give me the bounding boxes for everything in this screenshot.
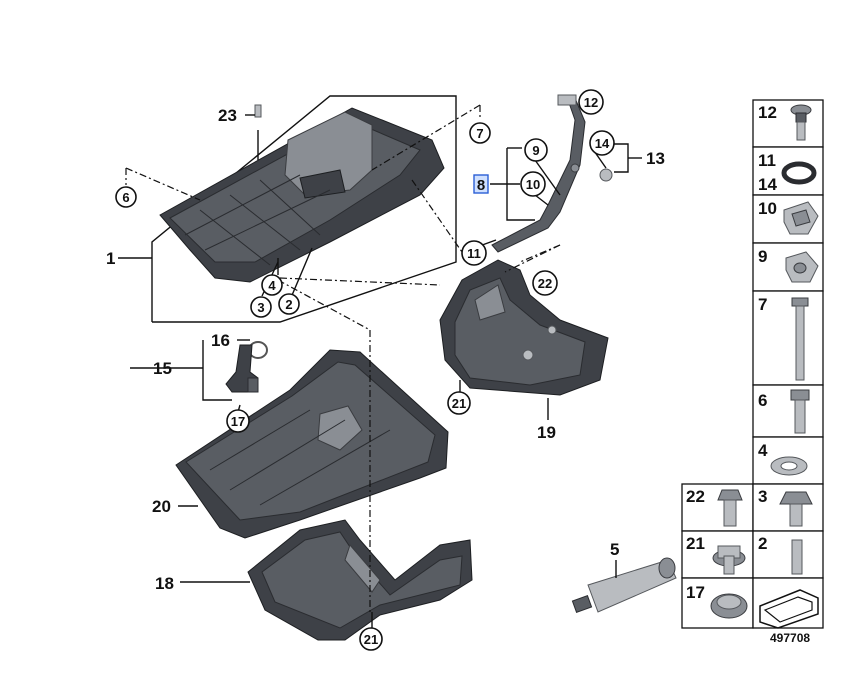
bolt-23-icon <box>254 104 262 118</box>
callout-14: 14 <box>589 130 615 156</box>
callout-21-lower: 21 <box>359 627 383 651</box>
svg-text:7: 7 <box>476 126 483 141</box>
callout-17: 17 <box>226 409 250 433</box>
callout-9: 9 <box>524 138 548 162</box>
callout-4: 4 <box>261 274 283 296</box>
callout-15: 15 <box>153 359 172 378</box>
upper-pan-frame <box>118 95 457 323</box>
leader-lines <box>130 114 642 628</box>
svg-text:8: 8 <box>477 177 485 194</box>
svg-text:17: 17 <box>231 414 245 429</box>
callout-8: 8 <box>473 174 489 194</box>
parts-grid: 12 11 14 10 9 7 6 4 22 3 21 2 17 <box>681 99 824 629</box>
svg-text:4: 4 <box>268 278 276 293</box>
oil-pan-20 <box>175 349 449 539</box>
grid-label-7: 7 <box>758 295 767 314</box>
upper-oil-pan <box>159 104 445 283</box>
grid-label-9: 9 <box>758 247 767 266</box>
svg-text:21: 21 <box>452 396 466 411</box>
bolt-12-icon <box>790 104 812 141</box>
svg-text:9: 9 <box>532 143 539 158</box>
sealant-tube-5 <box>571 557 677 614</box>
grid-label-21: 21 <box>686 534 705 553</box>
svg-text:19: 19 <box>537 423 556 442</box>
dipstick-guide-tube <box>491 94 613 253</box>
callout-20: 20 <box>152 497 171 516</box>
svg-text:18: 18 <box>155 574 174 593</box>
diagram-id: 497708 <box>770 631 810 645</box>
stud-7-icon <box>791 297 809 381</box>
callout-16: 16 <box>211 331 230 350</box>
svg-text:15: 15 <box>153 359 172 378</box>
direction-arrow-icon <box>759 589 819 629</box>
washer-4-icon <box>770 456 808 476</box>
grid-label-11: 11 <box>758 151 776 170</box>
callout-13: 13 <box>646 149 665 168</box>
nut-21-icon <box>712 545 746 575</box>
grid-label-14: 14 <box>758 175 777 194</box>
shield-18 <box>247 519 473 641</box>
alignment-lines <box>125 104 561 612</box>
svg-text:22: 22 <box>538 276 552 291</box>
svg-text:14: 14 <box>595 136 610 151</box>
bracket-19 <box>439 259 609 396</box>
callout-10: 10 <box>520 171 546 197</box>
callout-21-upper: 21 <box>447 391 471 415</box>
svg-text:6: 6 <box>122 190 129 205</box>
callout-12: 12 <box>578 89 604 115</box>
grid-label-3: 3 <box>758 487 767 506</box>
callout-22: 22 <box>532 270 558 296</box>
svg-text:10: 10 <box>526 177 540 192</box>
callout-5: 5 <box>610 540 619 578</box>
callout-6: 6 <box>115 186 137 208</box>
bolt-3-icon <box>779 491 813 527</box>
callout-3: 3 <box>250 296 272 318</box>
callout-7: 7 <box>469 122 491 144</box>
grid-label-10: 10 <box>758 199 777 218</box>
oil-level-sensor <box>225 341 268 393</box>
svg-text:1: 1 <box>106 249 115 268</box>
callout-1: 1 <box>106 249 115 268</box>
svg-text:16: 16 <box>211 331 230 350</box>
callout-11: 11 <box>461 240 487 266</box>
grid-label-2: 2 <box>758 534 767 553</box>
bolt-6-icon <box>790 389 810 434</box>
grid-label-6: 6 <box>758 391 767 410</box>
svg-text:5: 5 <box>610 540 619 559</box>
seal-ring-11-icon <box>781 161 817 185</box>
svg-text:21: 21 <box>364 632 378 647</box>
callout-19: 19 <box>537 423 556 442</box>
svg-text:23: 23 <box>218 106 237 125</box>
callout-23: 23 <box>218 106 237 125</box>
nut-17-icon <box>710 593 748 619</box>
svg-text:3: 3 <box>257 300 264 315</box>
grid-label-17: 17 <box>686 583 705 602</box>
callout-18: 18 <box>155 574 174 593</box>
clip-9-icon <box>785 251 819 283</box>
grid-label-4: 4 <box>758 441 768 460</box>
svg-text:11: 11 <box>467 246 481 261</box>
svg-text:13: 13 <box>646 149 665 168</box>
svg-text:20: 20 <box>152 497 171 516</box>
svg-text:2: 2 <box>285 297 292 312</box>
stud-2-icon <box>791 539 803 575</box>
grid-label-22: 22 <box>686 487 705 506</box>
clip-10-icon <box>783 201 819 235</box>
bolt-22-icon <box>717 489 743 527</box>
grommet-14-icon <box>599 168 613 182</box>
callout-2: 2 <box>278 293 300 315</box>
grid-label-12: 12 <box>758 103 777 122</box>
svg-text:12: 12 <box>584 95 598 110</box>
